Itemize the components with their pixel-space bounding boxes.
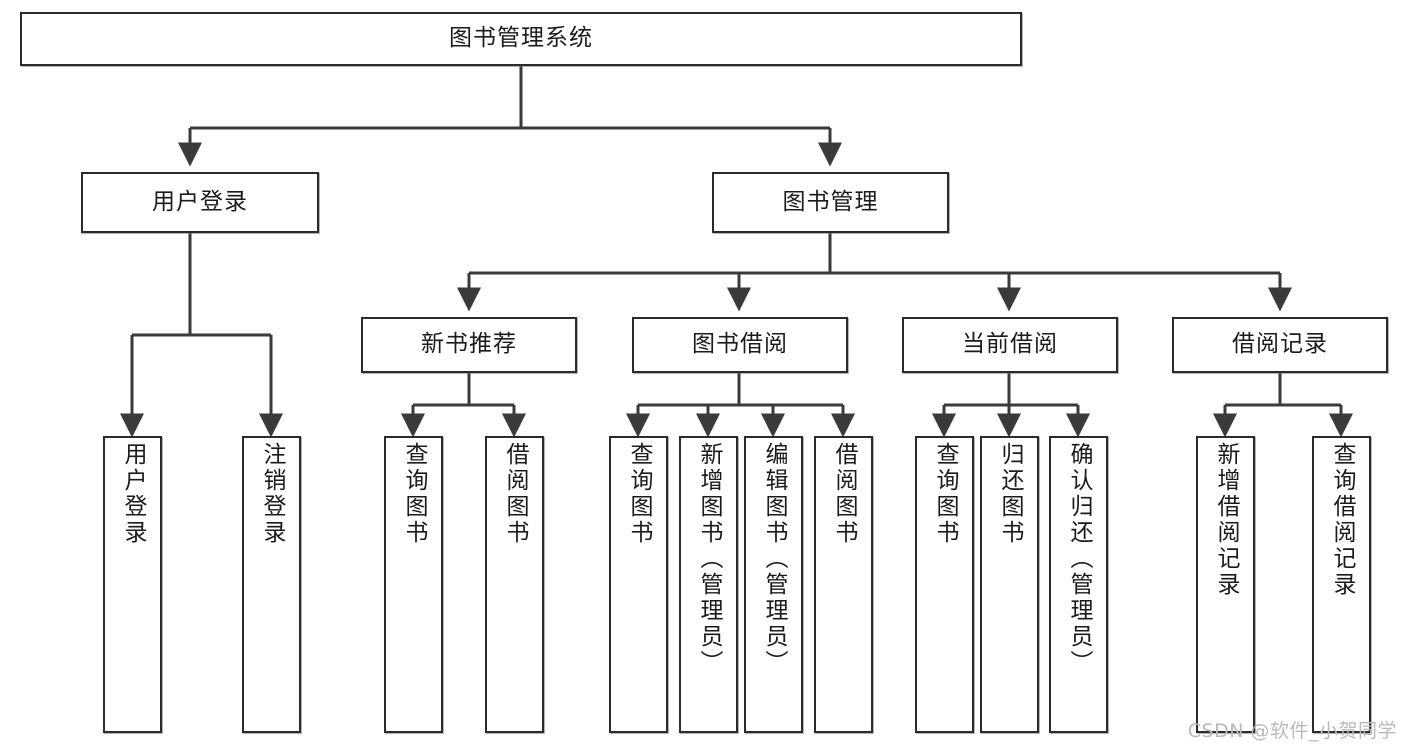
leaf-book-borrow-borrow[interactable]: 借阅图书 — [814, 436, 873, 733]
leaf-user-login-login[interactable]: 用户登录 — [103, 436, 162, 733]
node-borrow-record[interactable]: 借阅记录 — [1172, 317, 1388, 373]
node-current-borrow[interactable]: 当前借阅 — [902, 317, 1118, 373]
leaf-book-borrow-borrow-label: 借阅图书 — [831, 442, 857, 546]
node-current-borrow-label: 当前借阅 — [962, 331, 1058, 358]
leaf-new-book-borrow[interactable]: 借阅图书 — [485, 436, 544, 733]
leaf-new-book-borrow-label: 借阅图书 — [502, 442, 528, 546]
node-root-label: 图书管理系统 — [449, 25, 593, 52]
node-borrow-record-label: 借阅记录 — [1232, 331, 1328, 358]
leaf-new-book-query-label: 查询图书 — [401, 442, 427, 546]
node-user-login-label: 用户登录 — [152, 188, 248, 215]
node-book-borrow-label: 图书借阅 — [692, 331, 788, 358]
leaf-borrow-record-query[interactable]: 查询借阅记录 — [1312, 436, 1371, 733]
node-root[interactable]: 图书管理系统 — [20, 12, 1022, 66]
leaf-user-login-logout-label: 注销登录 — [259, 442, 285, 546]
leaf-user-login-logout[interactable]: 注销登录 — [242, 436, 301, 733]
leaf-current-borrow-return-label: 归还图书 — [997, 442, 1023, 546]
leaf-new-book-query[interactable]: 查询图书 — [384, 436, 443, 733]
leaf-borrow-record-add[interactable]: 新增借阅记录 — [1196, 436, 1255, 733]
node-book-borrow[interactable]: 图书借阅 — [632, 317, 848, 373]
leaf-current-borrow-query-label: 查询图书 — [932, 442, 958, 546]
node-user-login[interactable]: 用户登录 — [81, 172, 319, 233]
leaf-current-borrow-confirm[interactable]: 确认归还（管理员） — [1049, 436, 1108, 733]
node-new-book-recommend-label: 新书推荐 — [421, 331, 517, 358]
node-new-book-recommend[interactable]: 新书推荐 — [361, 317, 577, 373]
leaf-book-borrow-query[interactable]: 查询图书 — [609, 436, 668, 733]
leaf-book-borrow-edit[interactable]: 编辑图书（管理员） — [744, 436, 803, 733]
node-book-management[interactable]: 图书管理 — [712, 172, 949, 233]
leaf-current-borrow-return[interactable]: 归还图书 — [980, 436, 1039, 733]
leaf-current-borrow-query[interactable]: 查询图书 — [915, 436, 974, 733]
leaf-book-borrow-add[interactable]: 新增图书（管理员） — [679, 436, 738, 733]
leaf-current-borrow-confirm-label: 确认归还（管理员） — [1066, 442, 1092, 676]
leaf-book-borrow-edit-label: 编辑图书（管理员） — [761, 442, 787, 676]
leaf-book-borrow-query-label: 查询图书 — [626, 442, 652, 546]
leaf-borrow-record-add-label: 新增借阅记录 — [1213, 442, 1239, 598]
node-book-management-label: 图书管理 — [782, 188, 879, 215]
leaf-borrow-record-query-label: 查询借阅记录 — [1329, 442, 1355, 598]
leaf-book-borrow-add-label: 新增图书（管理员） — [696, 442, 722, 676]
leaf-user-login-login-label: 用户登录 — [120, 442, 146, 546]
